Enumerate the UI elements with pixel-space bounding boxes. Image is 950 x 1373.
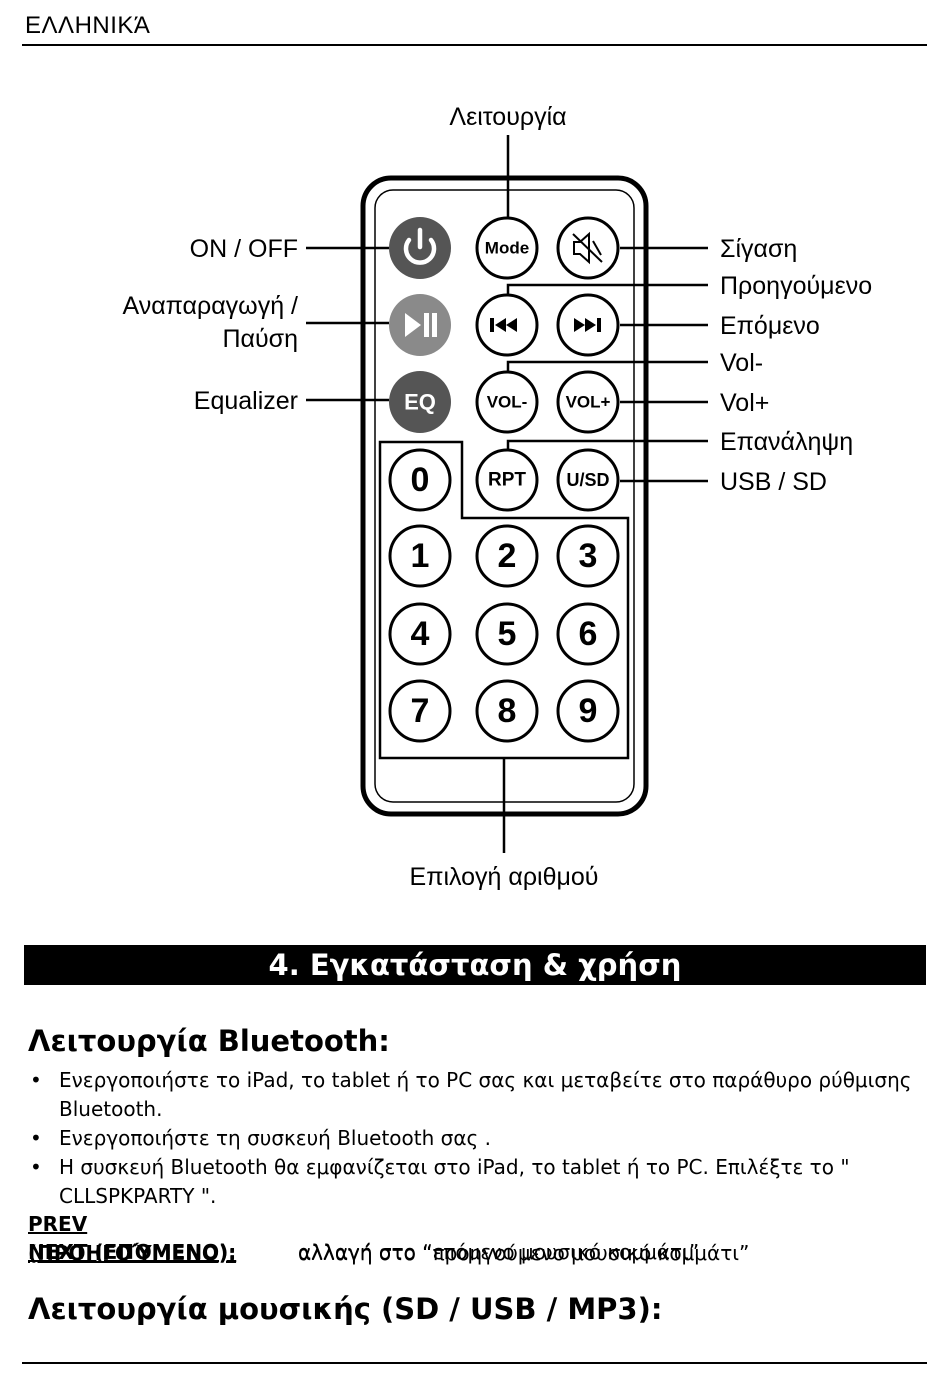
digit-label: 2	[498, 537, 517, 575]
label-next: Επόμενο	[720, 312, 820, 340]
key-row-next: NEXT (ΕΠΌΜΕΝΟ): αλλαγή στο “επόμενο μουσι…	[28, 1238, 699, 1267]
usb-sd-button-label: U/SD	[566, 470, 609, 490]
label-play-pause-line2: Παύση	[222, 325, 298, 353]
digit-4-button: 4	[388, 602, 452, 666]
digit-6-button: 6	[556, 602, 620, 666]
list-item-text: Η συσκευή Bluetooth θα εμφανίζεται στο i…	[59, 1155, 850, 1208]
usb-sd-button: U/SD	[556, 448, 620, 512]
skip-next-icon	[574, 318, 601, 332]
play-pause-button	[389, 294, 451, 356]
eq-button-body	[389, 371, 451, 433]
digit-8-button: 8	[475, 679, 539, 743]
remote-control-diagram: Λειτουργία ON / OFF Αναπαραγωγή / Παύση …	[122, 103, 872, 891]
list-item: •Ενεργοποιήστε το iPad, το tablet ή το P…	[30, 1068, 912, 1121]
eq-button-label: EQ	[404, 390, 436, 415]
label-usb-sd: USB / SD	[720, 468, 827, 496]
digit-9-button: 9	[556, 679, 620, 743]
digit-2-button: 2	[475, 524, 539, 588]
label-vol-plus: Vol+	[720, 389, 769, 417]
previous-button	[475, 293, 539, 357]
list-item: •Ενεργοποιήστε τη συσκευή Bluetooth σας …	[30, 1126, 491, 1150]
label-equalizer: Equalizer	[194, 387, 298, 415]
digit-0-button: 0	[388, 448, 452, 512]
play-pause-icon	[405, 313, 437, 337]
digit-label: 7	[411, 692, 430, 730]
label-play-pause-line1: Αναπαραγωγή /	[122, 292, 298, 320]
digit-label: 8	[498, 692, 517, 730]
leader-lines	[306, 135, 708, 853]
digit-label: 3	[579, 537, 598, 575]
digit-1-button: 1	[388, 524, 452, 588]
label-number-select: Επιλογή αριθμού	[410, 863, 599, 891]
digit-label: 6	[579, 615, 598, 653]
key-prev-desc: αλλαγή στο “προηγούμενο μουσικό κομμάτι”	[298, 1241, 750, 1265]
digit-3-button: 3	[556, 524, 620, 588]
vol-plus-button-label: VOL+	[566, 393, 611, 412]
digit-5-button: 5	[475, 602, 539, 666]
list-item: •Η συσκευή Bluetooth θα εμφανίζεται στο …	[30, 1155, 850, 1208]
header-rule	[22, 44, 927, 46]
page-header: ΕΛΛΗΝΙΚΆ	[25, 12, 151, 39]
music-heading: Λειτουργία μουσικής (SD / USB / MP3):	[28, 1292, 663, 1326]
skip-previous-icon	[490, 318, 517, 332]
key-next: NEXT (ΕΠΌΜΕΝΟ):	[28, 1240, 237, 1264]
power-icon	[403, 227, 437, 265]
next-button	[556, 293, 620, 357]
label-repeat: Επανάληψη	[720, 428, 853, 456]
digit-label: 5	[498, 615, 517, 653]
speaker-muted-icon	[572, 231, 603, 265]
label-on-off: ON / OFF	[190, 235, 298, 263]
vol-minus-button-label: VOL-	[487, 393, 528, 412]
mode-button-label: Mode	[485, 239, 529, 258]
digit-label: 4	[411, 615, 430, 653]
label-vol-minus: Vol-	[720, 349, 763, 377]
footer-rule	[22, 1362, 927, 1364]
eq-button: EQ	[389, 371, 451, 433]
repeat-button-label: RPT	[488, 470, 526, 491]
label-mode: Λειτουργία	[449, 103, 566, 131]
label-mute: Σίγαση	[720, 235, 797, 263]
section-banner: 4. Εγκατάσταση & χρήση	[24, 945, 926, 985]
digit-label: 0	[411, 461, 430, 499]
number-pad-outline	[378, 440, 630, 760]
key-next-desc: αλλαγή στο “επόμενο μουσικό κομμάτι”	[298, 1240, 700, 1264]
digit-label: 1	[411, 537, 430, 575]
bluetooth-steps-list: •Ενεργοποιήστε το iPad, το tablet ή το P…	[30, 1066, 920, 1211]
digit-label: 9	[579, 692, 598, 730]
list-item-text: Ενεργοποιήστε το iPad, το tablet ή το PC…	[59, 1068, 912, 1121]
label-previous: Προηγούμενο	[720, 272, 872, 300]
vol-plus-button: VOL+	[556, 370, 620, 434]
vol-minus-button: VOL-	[475, 370, 539, 434]
repeat-button: RPT	[475, 448, 539, 512]
power-button	[389, 217, 451, 279]
digit-7-button: 7	[388, 679, 452, 743]
list-item-text: Ενεργοποιήστε τη συσκευή Bluetooth σας .	[59, 1126, 491, 1150]
bluetooth-heading: Λειτουργία Bluetooth:	[28, 1024, 390, 1058]
key-row-prev: PREV (ΠΡΟΗΓΟΎΜΕΝΟ): αλλαγή στο “προηγούμε…	[28, 1210, 749, 1268]
mode-button: Mode	[475, 216, 539, 280]
mute-button	[556, 216, 620, 280]
key-prev: PREV (ΠΡΟΗΓΟΎΜΕΝΟ):	[28, 1212, 237, 1265]
